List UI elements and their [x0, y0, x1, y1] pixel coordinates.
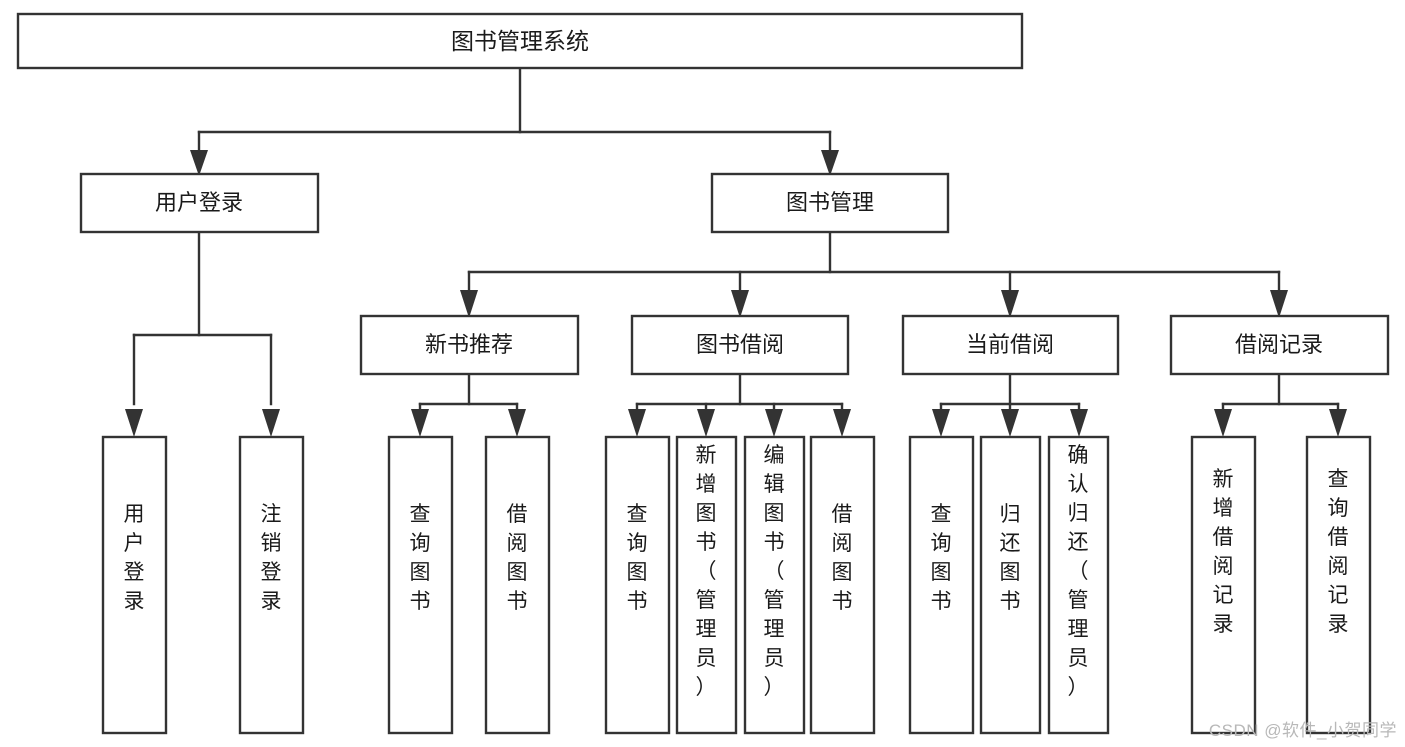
node-leaf-query-book-1-label: 查询图书	[410, 503, 431, 613]
node-borrow-record-box[interactable]	[1169, 314, 1390, 376]
node-current-borrow-label: 当前借阅	[966, 332, 1054, 357]
node-current-borrow[interactable]: 当前借阅	[901, 314, 1120, 376]
node-leaf-borrow-book-1-box[interactable]	[484, 435, 551, 735]
node-leaf-edit-book[interactable]: 编辑图书（管理员）	[743, 435, 806, 735]
node-book-manage-label: 图书管理	[786, 190, 874, 215]
node-borrow-record[interactable]: 借阅记录	[1169, 314, 1390, 376]
arrow-bookmanage-to-book-borrow	[731, 290, 749, 318]
node-new-book-recommend-label: 新书推荐	[425, 332, 513, 357]
node-user-login[interactable]: 用户登录	[79, 172, 320, 234]
node-leaf-confirm-return-box[interactable]	[1047, 435, 1110, 735]
node-leaf-user-login-box[interactable]	[101, 435, 168, 735]
node-leaf-query-book-1[interactable]: 查询图书	[387, 435, 454, 735]
node-root[interactable]: 图书管理系统	[16, 12, 1024, 70]
node-leaf-query-book-3-box[interactable]	[908, 435, 975, 735]
node-leaf-user-login[interactable]: 用户登录	[101, 435, 168, 735]
arrow-bookborrow-leaf-4	[833, 409, 851, 437]
node-leaf-edit-book-box[interactable]	[743, 435, 806, 735]
csdn-watermark: CSDN @软件_小贺同学	[1208, 721, 1397, 740]
node-leaf-query-record-label: 查询借阅记录	[1328, 468, 1349, 636]
node-leaf-query-record-box[interactable]	[1305, 435, 1372, 735]
node-leaf-query-book-2-label: 查询图书	[627, 503, 648, 613]
node-leaf-user-login-label: 用户登录	[124, 503, 145, 613]
node-leaf-confirm-return-label: 确认归还（管理员）	[1068, 444, 1089, 699]
node-leaf-borrow-book-1-label: 借阅图书	[507, 503, 528, 613]
node-user-login-label: 用户登录	[155, 190, 243, 215]
node-leaf-add-book-label: 新增图书（管理员）	[696, 444, 717, 699]
node-new-book-recommend[interactable]: 新书推荐	[359, 314, 580, 376]
node-root-label: 图书管理系统	[451, 28, 589, 54]
arrow-newbook-leaf-1	[411, 409, 429, 437]
node-leaf-add-record-box[interactable]	[1190, 435, 1257, 735]
node-leaf-confirm-return[interactable]: 确认归还（管理员）	[1047, 435, 1110, 735]
node-leaf-query-book-3[interactable]: 查询图书	[908, 435, 975, 735]
node-book-borrow-label: 图书借阅	[696, 332, 784, 357]
arrow-currentborrow-leaf-3	[1070, 409, 1088, 437]
node-leaf-borrow-book-2[interactable]: 借阅图书	[809, 435, 876, 735]
node-leaf-query-record[interactable]: 查询借阅记录	[1305, 435, 1372, 735]
arrow-bookmanage-to-borrow-record	[1270, 290, 1288, 318]
node-leaf-add-book-box[interactable]	[675, 435, 738, 735]
node-leaf-return-book[interactable]: 归还图书	[979, 435, 1042, 735]
node-book-manage-box[interactable]	[710, 172, 950, 234]
arrow-root-to-user-login	[190, 150, 208, 176]
arrow-bookborrow-leaf-1	[628, 409, 646, 437]
node-leaf-query-book-2-box[interactable]	[604, 435, 671, 735]
node-leaf-user-logout[interactable]: 注销登录	[238, 435, 305, 735]
node-new-book-recommend-box[interactable]	[359, 314, 580, 376]
arrow-bookborrow-leaf-2	[697, 409, 715, 437]
arrow-bookborrow-leaf-3	[765, 409, 783, 437]
arrow-userlogin-leaf-1	[125, 409, 143, 437]
node-leaf-query-book-2[interactable]: 查询图书	[604, 435, 671, 735]
node-root-box[interactable]	[16, 12, 1024, 70]
node-leaf-add-record[interactable]: 新增借阅记录	[1190, 435, 1257, 735]
arrow-currentborrow-leaf-2	[1001, 409, 1019, 437]
node-book-borrow-box[interactable]	[630, 314, 850, 376]
node-leaf-borrow-book-2-box[interactable]	[809, 435, 876, 735]
node-book-manage[interactable]: 图书管理	[710, 172, 950, 234]
arrow-bookmanage-to-current-borrow	[1001, 290, 1019, 318]
node-borrow-record-label: 借阅记录	[1235, 332, 1323, 357]
node-leaf-query-book-3-label: 查询图书	[931, 503, 952, 613]
node-leaf-return-book-label: 归还图书	[1000, 503, 1021, 613]
node-leaf-user-logout-label: 注销登录	[261, 503, 282, 613]
arrow-currentborrow-leaf-1	[932, 409, 950, 437]
node-current-borrow-box[interactable]	[901, 314, 1120, 376]
node-leaf-user-logout-box[interactable]	[238, 435, 305, 735]
node-leaf-return-book-box[interactable]	[979, 435, 1042, 735]
node-leaf-borrow-book-1[interactable]: 借阅图书	[484, 435, 551, 735]
node-book-borrow[interactable]: 图书借阅	[630, 314, 850, 376]
node-leaf-query-book-1-box[interactable]	[387, 435, 454, 735]
node-leaf-add-record-label: 新增借阅记录	[1213, 468, 1234, 636]
node-leaf-borrow-book-2-label: 借阅图书	[832, 503, 853, 613]
arrow-userlogin-leaf-2	[262, 409, 280, 437]
arrow-borrowrecord-leaf-2	[1329, 409, 1347, 437]
arrow-root-to-book-manage	[821, 150, 839, 176]
edge-layer	[125, 66, 1347, 437]
node-user-login-box[interactable]	[79, 172, 320, 234]
arrow-bookmanage-to-new-book	[460, 290, 478, 318]
node-leaf-edit-book-label: 编辑图书（管理员）	[764, 444, 785, 699]
node-leaf-add-book[interactable]: 新增图书（管理员）	[675, 435, 738, 735]
arrow-newbook-leaf-2	[508, 409, 526, 437]
arrow-borrowrecord-leaf-1	[1214, 409, 1232, 437]
